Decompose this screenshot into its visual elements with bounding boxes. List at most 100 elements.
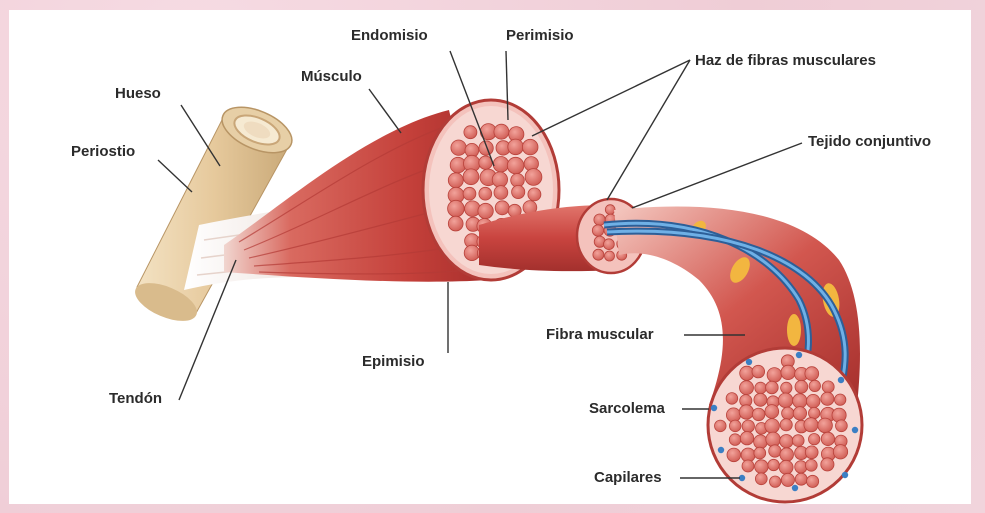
fiber-cell <box>781 365 795 379</box>
muscle-cell <box>478 203 493 218</box>
fascicle-cell <box>593 249 604 260</box>
fiber-cell <box>715 420 727 432</box>
diagram-panel: Hueso Periostio Músculo Endomisio Perimi… <box>9 10 971 504</box>
label-tejido-conjuntivo: Tejido conjuntivo <box>808 133 931 150</box>
fiber-cell <box>780 419 792 431</box>
fiber-cell <box>821 432 834 445</box>
fiber-cell <box>805 446 818 459</box>
fiber-cell <box>780 435 793 448</box>
muscle-cell <box>494 124 509 139</box>
capillary-dot <box>792 485 798 491</box>
fiber-cell <box>809 407 820 418</box>
fiber-cell <box>729 420 741 432</box>
fiber-cell <box>807 475 819 487</box>
fascicle-cell <box>605 205 615 215</box>
muscle-cell <box>495 201 509 215</box>
fiber-cell <box>754 393 767 406</box>
fascicle-cell <box>592 225 603 236</box>
fiber-cell <box>769 445 781 457</box>
fiber-cell <box>766 381 779 394</box>
fiber-cell <box>765 405 779 419</box>
fiber-cell <box>818 418 833 433</box>
fiber-cell <box>821 392 834 405</box>
capillary-dot <box>842 472 848 478</box>
fiber-cell <box>821 458 834 471</box>
capillary-dot <box>718 447 724 453</box>
muscle-cell <box>464 126 477 139</box>
muscle-cell <box>494 186 508 200</box>
fiber-cell <box>768 459 779 470</box>
label-endomisio: Endomisio <box>351 27 428 44</box>
fiber-cell <box>752 365 765 378</box>
fiber-cell <box>742 460 754 472</box>
fiber-cell <box>770 476 781 487</box>
muscle-cell <box>493 157 509 173</box>
capillary-dot <box>746 359 752 365</box>
label-capilares: Capilares <box>594 469 662 486</box>
fiber-cell <box>740 366 754 380</box>
fiber-cell <box>809 380 820 391</box>
fiber-cell <box>833 445 847 459</box>
label-tendon: Tendón <box>109 390 162 407</box>
capillary-dot <box>796 352 802 358</box>
fiber-cell <box>754 447 766 459</box>
fiber-cell <box>793 394 807 408</box>
fiber-cell <box>792 435 804 447</box>
label-haz-fibras: Haz de fibras musculares <box>695 52 876 69</box>
fiber-cell <box>795 473 807 485</box>
fiber-cell <box>739 405 753 419</box>
label-periostio: Periostio <box>71 143 135 160</box>
fiber-cell <box>727 448 741 462</box>
muscle-cell <box>479 187 492 200</box>
fiber-cell <box>781 382 792 393</box>
muscle-cell <box>448 200 465 217</box>
fiber-cell <box>809 434 820 445</box>
capillary-dot <box>852 427 858 433</box>
fiber-cell <box>726 393 738 405</box>
capillary-dot <box>711 405 717 411</box>
fiber-cell <box>804 418 818 432</box>
label-epimisio: Epimisio <box>362 353 425 370</box>
fiber-cell <box>835 394 846 405</box>
fiber-cell <box>836 420 848 432</box>
muscle-cell <box>463 169 479 185</box>
capillary-dot <box>838 377 844 383</box>
fiber-cell <box>822 381 834 393</box>
fiber-cross-section <box>708 348 862 502</box>
fiber-cell <box>767 368 782 383</box>
fascicle-cell <box>594 214 605 225</box>
muscle-cell <box>479 141 493 155</box>
fiber-cell <box>805 367 819 381</box>
fiber-cell <box>766 432 781 447</box>
fiber-cell <box>740 381 754 395</box>
fiber-cell <box>740 432 753 445</box>
fiber-cell <box>805 459 817 471</box>
fiber-cell <box>780 448 794 462</box>
fiber-cell <box>795 380 808 393</box>
muscle-cell <box>463 187 476 200</box>
fiber-cell <box>729 434 741 446</box>
muscle-cell <box>525 169 542 186</box>
fiber-cell <box>765 419 780 434</box>
label-sarcolema: Sarcolema <box>589 400 666 417</box>
muscle-cell <box>508 139 524 155</box>
muscle-cell <box>522 139 538 155</box>
muscle-cell <box>448 173 463 188</box>
muscle-cell <box>528 188 541 201</box>
fiber-cell <box>752 408 765 421</box>
fiber-cell <box>742 420 754 432</box>
fiber-cell <box>781 473 794 486</box>
fiber-cell <box>793 407 806 420</box>
muscle-cell <box>507 157 524 174</box>
fiber-cell <box>754 435 768 449</box>
fiber-cell <box>755 382 767 394</box>
fascicle-cell <box>605 251 615 261</box>
label-fibra-muscular: Fibra muscular <box>546 326 654 343</box>
fiber-cell <box>755 473 767 485</box>
label-perimisio: Perimisio <box>506 27 574 44</box>
muscle-cell <box>512 185 525 198</box>
fiber-cell <box>782 407 794 419</box>
muscle-cell <box>492 172 507 187</box>
muscle-cell <box>451 140 466 155</box>
